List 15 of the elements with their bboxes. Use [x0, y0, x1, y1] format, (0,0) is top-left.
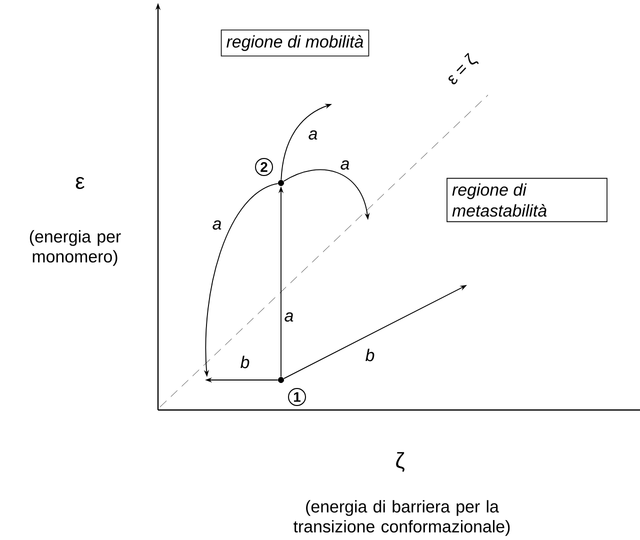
- axis-label: (energia di barriera per la transizione conformazionale): [294, 500, 510, 536]
- line-label: ε = ζ: [448, 52, 479, 84]
- edge-label: a: [283, 311, 295, 323]
- edge-label: b: [239, 354, 251, 370]
- circled-number: 2: [255, 158, 273, 176]
- edge-label: a: [211, 219, 223, 231]
- axis-symbol: ζ: [396, 452, 404, 472]
- edge-label: a: [307, 129, 319, 141]
- edge-label: b: [364, 348, 376, 362]
- axis-label: (energia per monomero): [30, 230, 121, 266]
- circled-number: 1: [288, 388, 306, 406]
- axis-symbol: ε: [76, 176, 84, 189]
- region-box: regione di mobilità: [220, 30, 370, 56]
- edge-label: a: [339, 159, 351, 171]
- region-box: regione di metastabilità: [446, 178, 608, 222]
